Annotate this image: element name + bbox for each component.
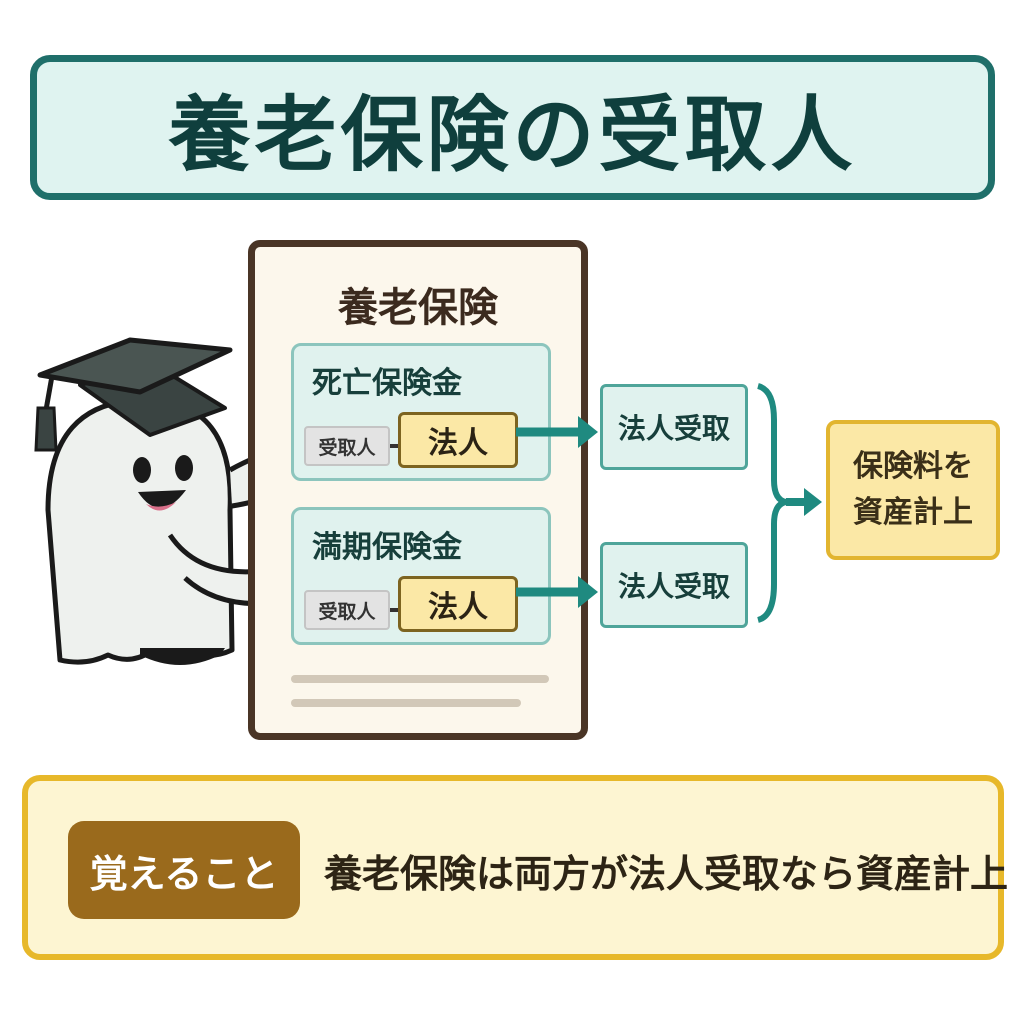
section-maturity-benefit: 満期保険金 受取人 法人 [291,507,551,645]
result-asset-recording-box: 保険料を 資産計上 [826,420,1000,560]
page-title: 養老保険の受取人 [168,88,857,183]
insurance-document-card: 養老保険 死亡保険金 受取人 法人 満期保険金 受取人 法人 [248,240,588,740]
document-text-line [291,675,549,683]
recipient-value: 法人 [398,412,518,468]
document-title: 養老保険 [338,285,498,331]
memo-text: 養老保険は両方が法人受取なら資産計上 [324,852,1009,896]
connector-dash [390,608,398,612]
document-text-line [291,699,521,707]
bracket-icon [756,383,787,623]
outcome-corporate-receipt: 法人受取 [600,542,748,628]
result-line: 保険料を [853,449,973,484]
connector-dash [390,444,398,448]
arrow-right-icon [516,416,598,448]
title-banner: 養老保険の受取人 [30,55,995,200]
outcome-corporate-receipt: 法人受取 [600,384,748,470]
flow-arrows [516,383,822,623]
section-heading: 満期保険金 [312,530,462,565]
result-line: 資産計上 [853,495,973,530]
recipient-label: 受取人 [304,426,390,466]
recipient-label: 受取人 [304,590,390,630]
arrow-right-icon [516,576,598,608]
section-heading: 死亡保険金 [312,366,462,401]
section-death-benefit: 死亡保険金 受取人 法人 [291,343,551,481]
memo-badge: 覚えること [68,821,300,919]
recipient-value: 法人 [398,576,518,632]
memo-panel: 覚えること 養老保険は両方が法人受取なら資産計上 [22,775,1008,960]
arrow-right-icon [786,488,822,516]
